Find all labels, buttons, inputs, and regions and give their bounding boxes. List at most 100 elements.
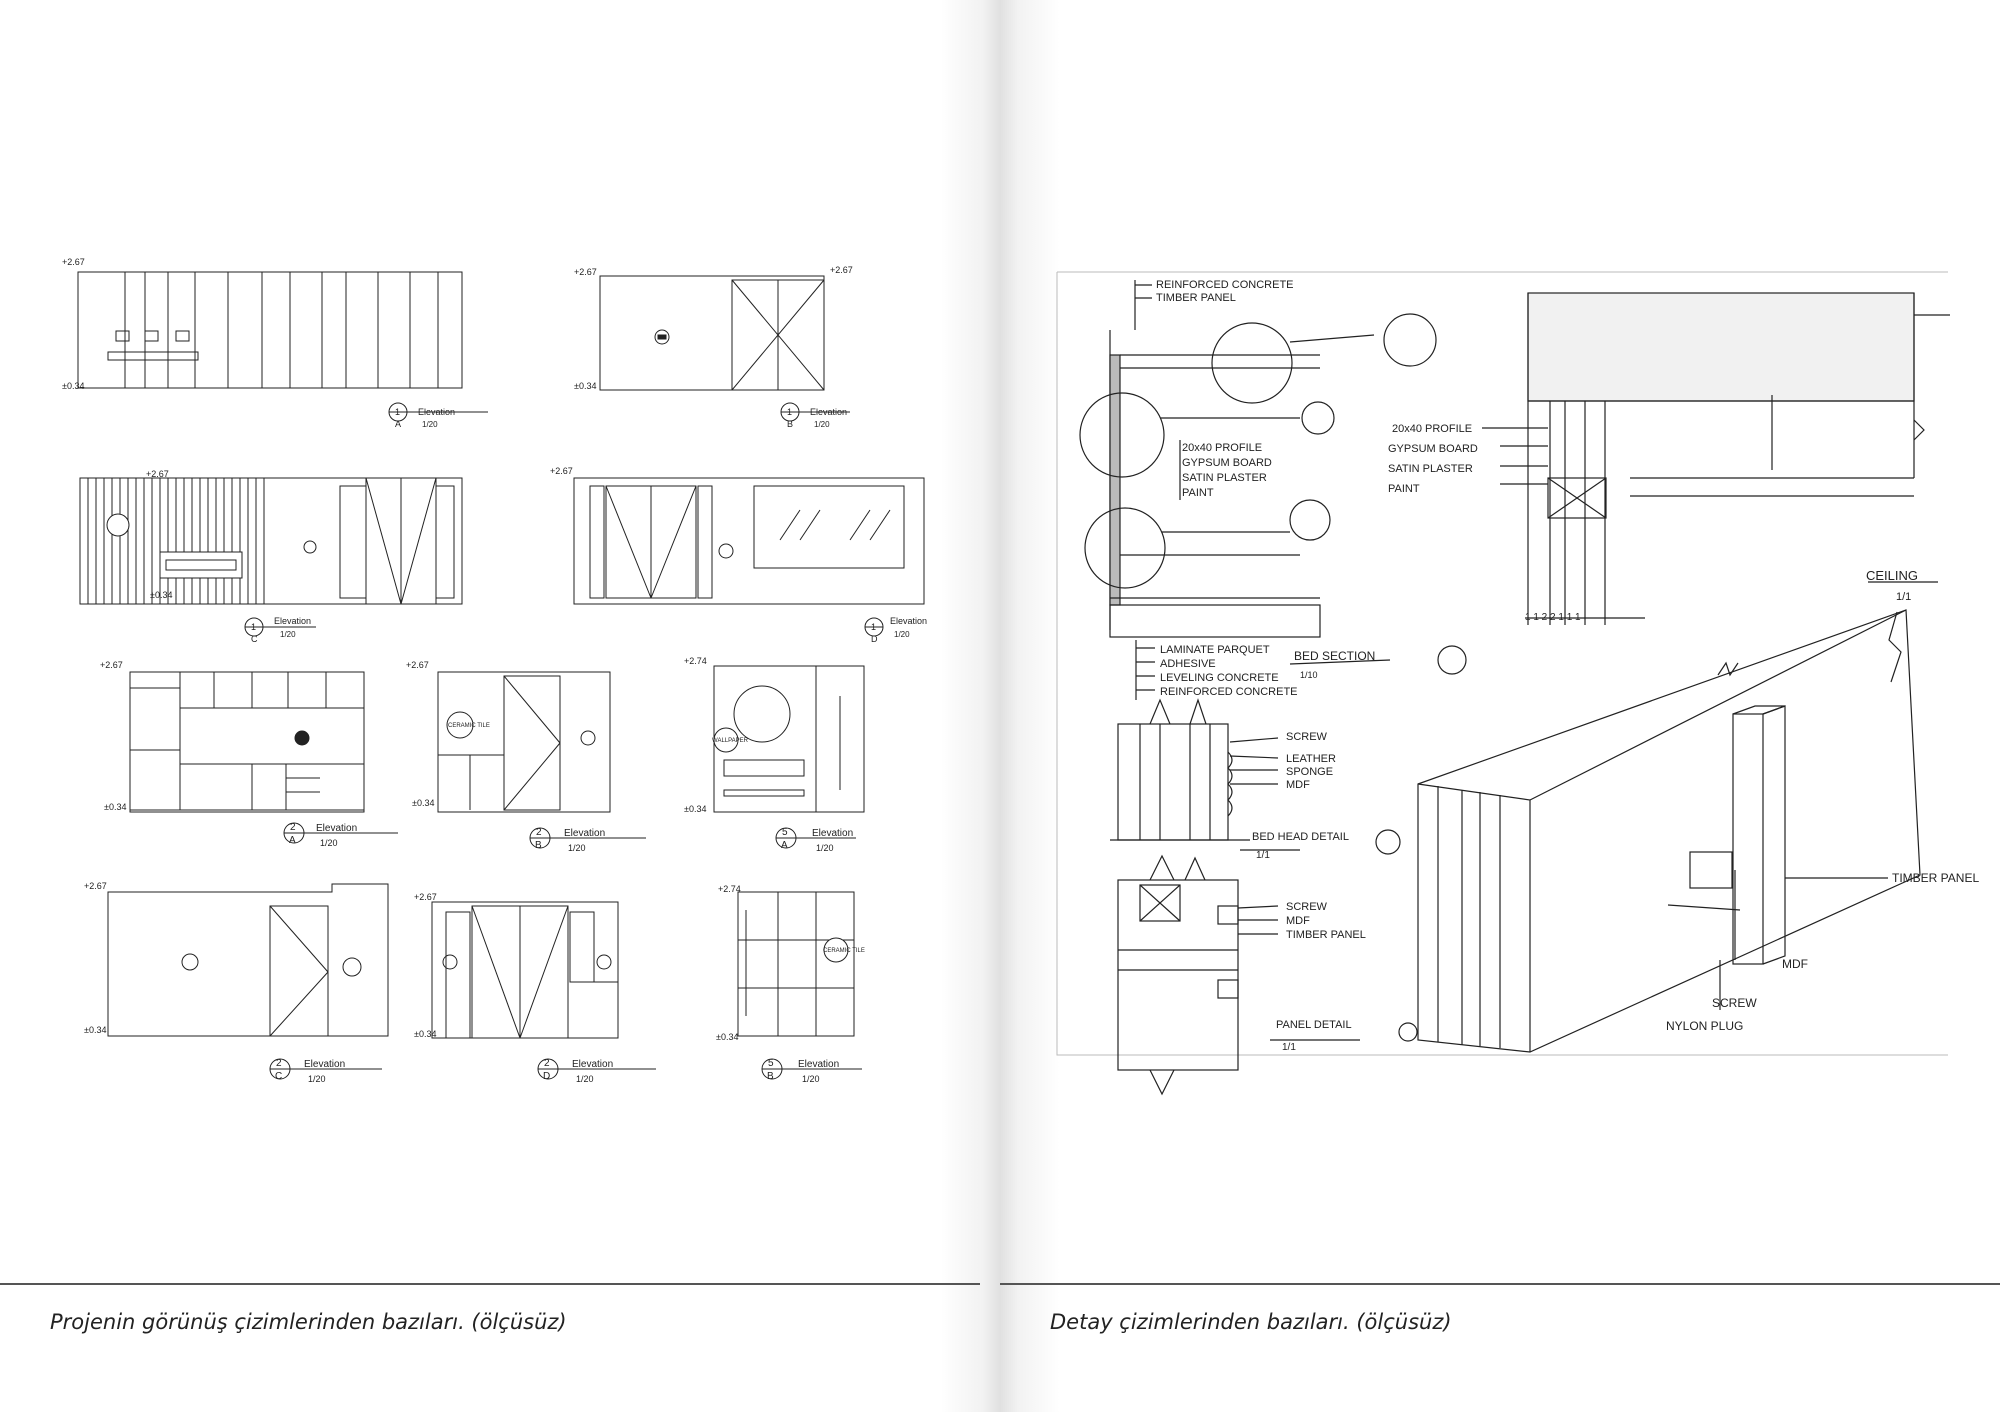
ceiling-section: 1 1 2 2 1 1 1 xyxy=(1482,292,1950,625)
elevation-title: Elevation xyxy=(274,616,311,626)
level-mark: ±0.34 xyxy=(716,1032,738,1042)
elevation-number: 1 xyxy=(871,622,876,632)
panel-detail xyxy=(1117,854,1418,1096)
elevation-scale: 1/20 xyxy=(280,630,296,639)
level-mark: ±0.34 xyxy=(414,1029,436,1039)
elevation-title: Elevation xyxy=(572,1059,613,1070)
detail-title: PANEL DETAIL xyxy=(1276,1019,1352,1031)
elevation-letter: B xyxy=(535,840,542,851)
level-mark: +2.67 xyxy=(62,257,85,267)
material-label: SPONGE xyxy=(1286,766,1333,778)
elevation-5a-drawing xyxy=(713,665,865,813)
material-tag: CERAMIC TILE xyxy=(823,948,865,954)
elevation-title: Elevation xyxy=(798,1059,839,1070)
elevation-title: Elevation xyxy=(304,1059,345,1070)
material-label: TIMBER PANEL xyxy=(1286,929,1366,941)
elevation-number: 2 xyxy=(276,1058,282,1069)
elevation-1a-drawing xyxy=(77,271,463,389)
elevation-title: Elevation xyxy=(812,828,853,839)
elevation-scale: 1/20 xyxy=(576,1074,594,1084)
level-mark: +2.67 xyxy=(146,469,169,479)
elevation-scale: 1/20 xyxy=(308,1074,326,1084)
material-label: MDF xyxy=(1286,915,1310,927)
level-mark: +2.67 xyxy=(100,660,123,670)
elevation-number: 5 xyxy=(782,827,788,838)
left-footer-rule xyxy=(0,1283,980,1285)
material-label: SATIN PLASTER xyxy=(1182,472,1267,484)
elevation-1d-drawing xyxy=(573,477,925,605)
elevation-number: 1 xyxy=(395,407,400,417)
level-mark: ±0.34 xyxy=(150,590,172,600)
elevation-number: 2 xyxy=(290,822,296,833)
level-mark: +2.67 xyxy=(830,265,853,275)
material-tag: WALLPAPER xyxy=(712,738,749,744)
material-label: SCREW xyxy=(1286,731,1328,743)
elevation-letter: B xyxy=(767,1071,774,1082)
elevation-title: Elevation xyxy=(418,407,455,417)
material-label: GYPSUM BOARD xyxy=(1388,443,1478,455)
bed-section-marker xyxy=(1289,645,1467,675)
elevation-number: 1 xyxy=(787,407,792,417)
left-caption: Projenin görünüş çizimlerinden bazıları.… xyxy=(50,1310,567,1334)
detail-scale: 1/1 xyxy=(1282,1042,1296,1053)
material-label: REINFORCED CONCRETE xyxy=(1160,686,1298,698)
elevation-title: Elevation xyxy=(564,828,605,839)
elevation-number: 2 xyxy=(544,1058,550,1069)
elevation-1c-drawing xyxy=(79,477,463,605)
level-mark: ±0.34 xyxy=(574,381,596,391)
material-tag: CERAMIC TILE xyxy=(448,723,490,729)
elevation-letter: B xyxy=(787,419,793,429)
material-label: TIMBER PANEL xyxy=(1156,292,1236,304)
elevation-2d-drawing xyxy=(431,901,619,1039)
elevation-title: Elevation xyxy=(890,616,927,626)
material-label: GYPSUM BOARD xyxy=(1182,457,1272,469)
elevation-title: Elevation xyxy=(810,407,847,417)
material-label: TIMBER PANEL xyxy=(1892,871,1979,885)
level-mark: ±0.34 xyxy=(104,802,126,812)
elevation-1b-drawing xyxy=(599,275,825,391)
elevation-letter: D xyxy=(871,634,878,644)
elevation-5b-drawing xyxy=(737,891,855,1037)
elevation-letter: C xyxy=(275,1071,282,1082)
elevation-2c-drawing xyxy=(107,883,389,1037)
level-mark: +2.67 xyxy=(574,267,597,277)
elevation-scale: 1/20 xyxy=(816,843,834,853)
svg-text:1 1 2 2 1 1 1: 1 1 2 2 1 1 1 xyxy=(1525,612,1581,623)
elevation-labels: +2.67 ±0.34 +2.67 ±0.34 +2.67 +2.67 ±0.3… xyxy=(62,257,927,1084)
detail-title: BED SECTION xyxy=(1294,649,1375,663)
material-label: ADHESIVE xyxy=(1160,658,1216,670)
elevation-letter: A xyxy=(781,840,788,851)
material-label: SATIN PLASTER xyxy=(1388,463,1473,475)
elevation-scale: 1/20 xyxy=(814,420,830,429)
elevation-letter: A xyxy=(395,419,401,429)
elevation-2a-drawing xyxy=(129,671,365,813)
elevation-scale: 1/20 xyxy=(422,420,438,429)
detail-scale: 1/10 xyxy=(1300,670,1318,680)
material-label: 20x40 PROFILE xyxy=(1182,442,1262,454)
level-mark: +2.74 xyxy=(684,656,707,666)
level-mark: +2.67 xyxy=(406,660,429,670)
detail-title: BED HEAD DETAIL xyxy=(1252,831,1349,843)
elevation-title: Elevation xyxy=(316,823,357,834)
material-label: PAINT xyxy=(1388,483,1420,495)
material-label: NYLON PLUG xyxy=(1666,1019,1743,1033)
left-page xyxy=(0,0,1000,1412)
wall-floor-section xyxy=(1079,280,1437,700)
elevation-number: 5 xyxy=(768,1058,774,1069)
elevation-scale: 1/20 xyxy=(894,630,910,639)
elevation-letter: A xyxy=(289,835,296,846)
level-mark: +2.74 xyxy=(718,884,741,894)
level-mark: +2.67 xyxy=(414,892,437,902)
elevation-number: 2 xyxy=(536,827,542,838)
elevation-scale: 1/20 xyxy=(802,1074,820,1084)
level-mark: ±0.34 xyxy=(84,1025,106,1035)
material-label: LEVELING CONCRETE xyxy=(1160,672,1279,684)
material-label: PAINT xyxy=(1182,487,1214,499)
level-mark: +2.67 xyxy=(550,466,573,476)
elevation-scale: 1/20 xyxy=(568,843,586,853)
detail-scale: 1/1 xyxy=(1896,591,1911,603)
material-label: LAMINATE PARQUET xyxy=(1160,644,1270,656)
isometric-panel-sketch xyxy=(1417,581,1938,1053)
